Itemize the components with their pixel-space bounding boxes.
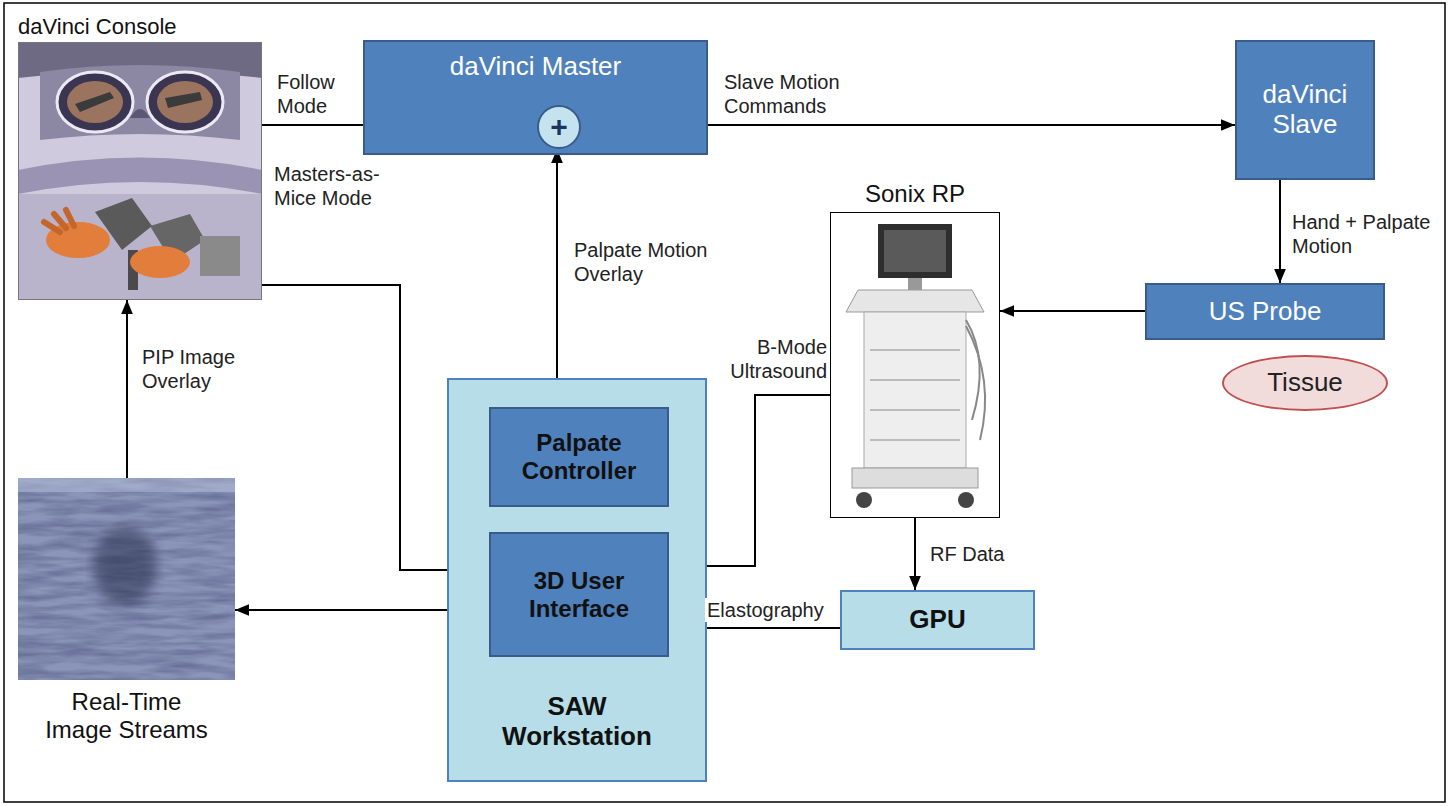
node-label: US Probe [1209, 297, 1322, 327]
node-label: Palpate Controller [497, 429, 661, 484]
connector-label: Hand + Palpate Motion [1290, 210, 1444, 258]
image-frame [18, 42, 262, 300]
node-label: Tissue [1267, 368, 1343, 398]
arrow-connector [1000, 310, 1145, 312]
interface-box: 3D User Interface [489, 532, 669, 657]
connector-label: Palpate Motion Overlay [572, 238, 736, 286]
image-caption: daVinci Console [18, 14, 262, 39]
tissue-ellipse: Tissue [1222, 355, 1388, 411]
arrow-connector [914, 518, 916, 590]
node-label: GPU [909, 605, 965, 635]
probe-box: US Probe [1145, 283, 1385, 340]
figure-border [4, 3, 1445, 802]
arrow-connector [556, 149, 558, 407]
gpu-box: GPU [840, 590, 1035, 650]
image-frame [18, 478, 235, 680]
controller-box: Palpate Controller [489, 407, 669, 507]
node-label: SAW Workstation [492, 692, 662, 752]
connector-label: RF Data [928, 542, 1006, 566]
console-illustration [18, 42, 262, 300]
connector-label: Elastography [705, 598, 826, 622]
image-caption: Real-Time Image Streams [41, 688, 213, 743]
connector-label: B-Mode Ultrasound [710, 335, 829, 383]
arrow-connector [126, 300, 128, 478]
image-caption: Sonix RP [830, 180, 1000, 208]
image-frame [830, 212, 1000, 518]
master-box: daVinci Master + [363, 40, 708, 155]
ultrasound-machine: Sonix RP [830, 180, 1000, 518]
connector-label: Follow Mode [275, 70, 359, 118]
node-label: daVinci Slave [1243, 80, 1367, 140]
connector-label: PIP Image Overlay [140, 345, 264, 393]
connector-label: Masters-as-Mice Mode [272, 162, 401, 210]
node-label: daVinci Master [450, 52, 622, 82]
image-stream: Real-Time Image Streams [18, 478, 235, 763]
node-label: 3D User Interface [497, 567, 661, 622]
summing-junction: + [537, 105, 581, 149]
arrow-connector [1279, 180, 1281, 283]
node-label: + [550, 110, 568, 145]
workstation-group: SAW Workstation Palpate Controller 3D User… [447, 378, 707, 782]
ultrasound-machine-illustration [830, 212, 1000, 518]
connector-label: Slave Motion Commands [722, 70, 886, 118]
console-image: daVinci Console [18, 14, 262, 300]
slave-box: daVinci Slave [1235, 40, 1375, 180]
ultrasound-image [18, 478, 235, 680]
